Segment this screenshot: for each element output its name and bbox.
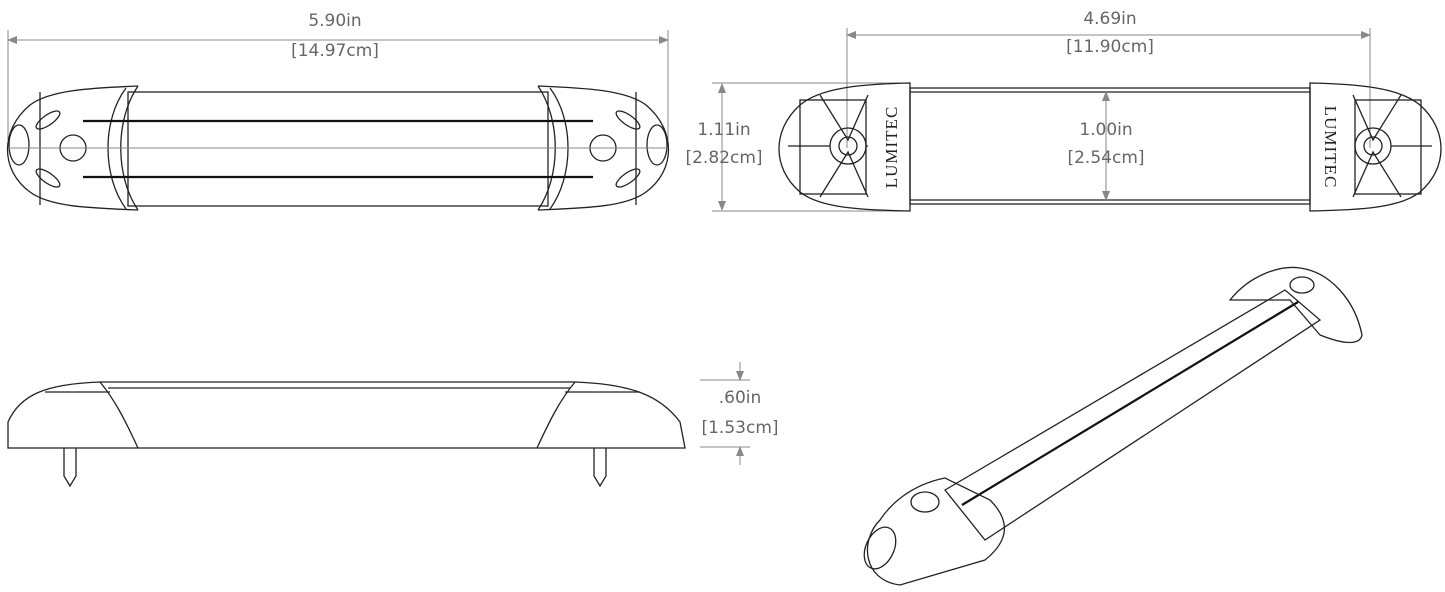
lens-tube (127, 91, 549, 207)
side-profile (7, 381, 686, 449)
brand-logo-left: LUMITEC (882, 106, 901, 189)
width-cm-label: [2.82cm] (685, 148, 762, 168)
right-mount-hub (1352, 94, 1432, 198)
lens-width-cm-label: [2.54cm] (1067, 148, 1144, 168)
height-in-label: .60in (719, 388, 762, 408)
mount-spacing-in-label: 4.69in (1083, 9, 1136, 29)
brand-logo-right: LUMITEC (1321, 106, 1340, 189)
lens-tube (909, 87, 1311, 205)
front-end-cap (866, 477, 1006, 586)
mounting-pins (63, 448, 607, 488)
left-end-cap (778, 82, 911, 212)
left-end-cap (7, 85, 139, 211)
isometric-view (863, 266, 1363, 586)
bottom-view: 4.69in [11.90cm] 1.11in [2.82cm] 1.00in … (685, 9, 1442, 212)
rear-end-cap (1228, 266, 1363, 344)
right-end-cap (1309, 82, 1442, 212)
lens-width-in-label: 1.00in (1079, 120, 1132, 140)
left-mount-hub (788, 94, 869, 198)
top-view: 5.90in [14.97cm] (7, 11, 669, 211)
side-view: .60in [1.53cm] (7, 362, 779, 488)
height-cm-label: [1.53cm] (701, 418, 778, 438)
length-in-label: 5.90in (308, 11, 361, 31)
lens-tube (944, 289, 1322, 541)
mount-spacing-cm-label: [11.90cm] (1066, 37, 1154, 57)
right-end-cap (537, 85, 669, 211)
length-cm-label: [14.97cm] (291, 41, 379, 61)
width-in-label: 1.11in (697, 120, 750, 140)
